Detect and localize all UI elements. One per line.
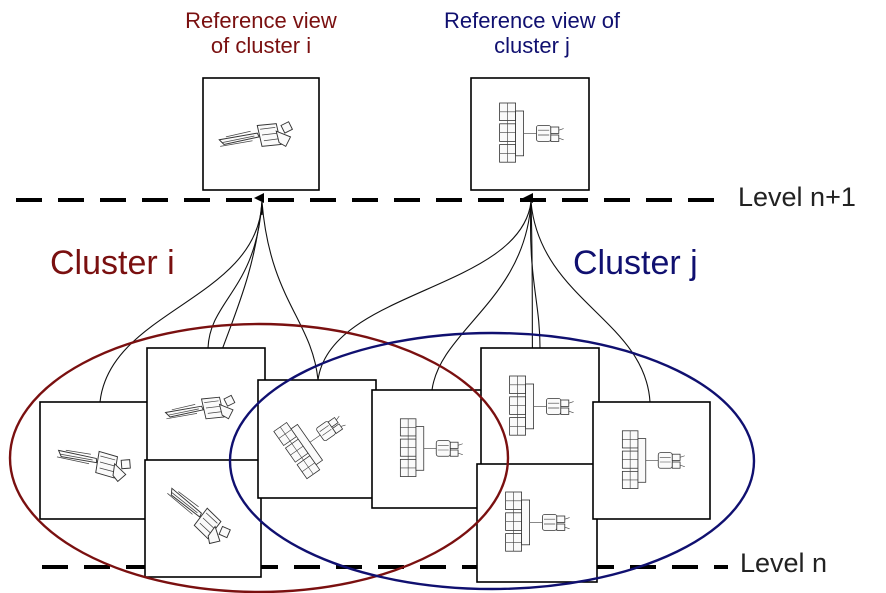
cluster-j-views (257, 347, 711, 583)
level-n-plus-1-label: Level n+1 (738, 182, 856, 212)
reference-view-j (470, 77, 590, 191)
cluster-j-ellipse (228, 331, 756, 591)
reference-view-i (202, 77, 320, 191)
cluster-j-label: Cluster j (573, 244, 698, 282)
cluster-i-ellipse (8, 322, 510, 593)
cluster-i-views (39, 347, 266, 578)
level-n-label: Level n (740, 548, 828, 578)
cluster-i-label: Cluster i (50, 244, 175, 282)
reference-view-j-label: Reference view of cluster j (443, 8, 621, 59)
reference-view-i-label: Reference view of cluster i (185, 8, 337, 59)
